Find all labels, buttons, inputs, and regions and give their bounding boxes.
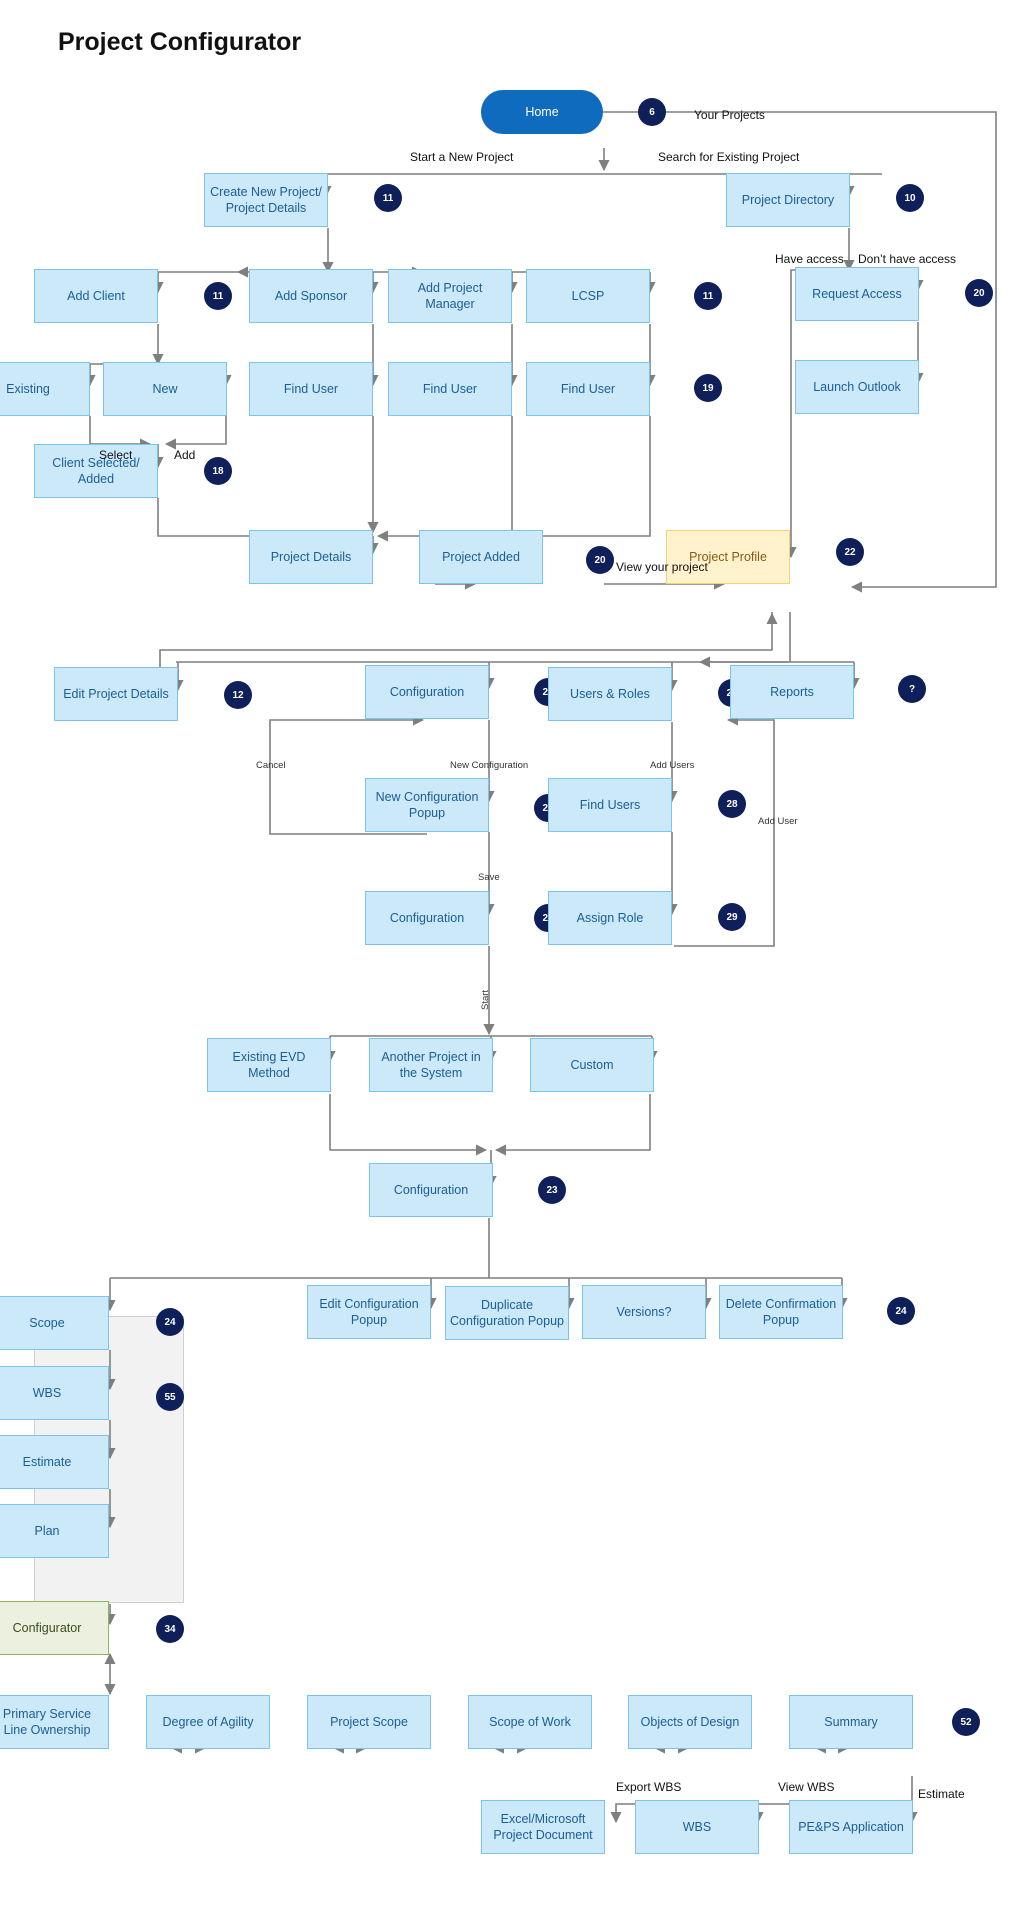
node-existing: Existing [0, 362, 90, 416]
edge-label-view-your-project: View your project [616, 560, 708, 574]
node-duplicate-config-popup: Duplicate Configuration Popup [445, 1286, 569, 1340]
page-number-badge: 6 [638, 98, 666, 126]
page-number-badge: 24 [887, 1297, 915, 1325]
node-add-pm: Add Project Manager [388, 269, 512, 323]
node-summary: Summary [789, 1695, 913, 1749]
connector-30 [376, 416, 513, 542]
page-number-badge: 34 [156, 1615, 184, 1643]
page-number-badge: 10 [896, 184, 924, 212]
edge-label-start: Start [480, 989, 491, 1010]
edge-label-select: Select [99, 448, 133, 462]
node-delete-confirmation-popup: Delete Confirmation Popup [719, 1285, 843, 1339]
node-client-selected: Client Selected/ Added [34, 444, 158, 498]
node-add-sponsor: Add Sponsor [249, 269, 373, 323]
node-another-project: Another Project in the System [369, 1038, 493, 1092]
node-create-project: Create New Project/ Project Details [204, 173, 328, 227]
node-versions: Versions? [582, 1285, 706, 1339]
node-configuration-3: Configuration [369, 1163, 493, 1217]
node-add-client: Add Client [34, 269, 158, 323]
node-configuration-1: Configuration [365, 665, 489, 719]
edge-label-export-wbs: Export WBS [616, 1780, 682, 1794]
node-primary-service-line: Primary Service Line Ownership [0, 1695, 109, 1749]
node-launch-outlook: Launch Outlook [795, 360, 919, 414]
page-number-badge: 23 [538, 1176, 566, 1204]
edge-label-add-user: Add User [758, 816, 798, 827]
edge-label-search-existing: Search for Existing Project [658, 150, 800, 164]
page-number-badge: 18 [204, 457, 232, 485]
edge-label-dont-have-access: Don’t have access [858, 252, 957, 266]
connector-53 [494, 1094, 651, 1156]
edge-label-have-access: Have access [775, 252, 844, 266]
node-project-profile: Project Profile [666, 530, 790, 584]
node-find-user-3: Find User [526, 362, 650, 416]
page-number-badge: 11 [204, 282, 232, 310]
connector-23 [164, 416, 227, 450]
node-home: Home [481, 90, 603, 134]
connector-22 [89, 416, 152, 450]
node-new: New [103, 362, 227, 416]
node-new-config-popup: New Configuration Popup [365, 778, 489, 832]
page-number-badge: 29 [718, 903, 746, 931]
node-project-details: Project Details [249, 530, 373, 584]
page-number-badge: 24 [156, 1308, 184, 1336]
node-find-user-2: Find User [388, 362, 512, 416]
node-scope-of-work: Scope of Work [468, 1695, 592, 1749]
node-degree-of-agility: Degree of Agility [146, 1695, 270, 1749]
connector-0 [603, 111, 997, 593]
connector-57 [674, 714, 775, 947]
page-number-badge: ? [898, 675, 926, 703]
page-number-badge: 20 [965, 279, 993, 307]
edge-label-estimate: Estimate [918, 1787, 965, 1801]
page-number-badge: 52 [952, 1708, 980, 1736]
edge-label-save: Save [478, 872, 500, 883]
edge-label-add-users: Add Users [650, 760, 695, 771]
node-existing-evd: Existing EVD Method [207, 1038, 331, 1092]
node-scope: Scope [0, 1296, 109, 1350]
node-assign-role: Assign Role [548, 891, 672, 945]
node-excel-document: Excel/Microsoft Project Document [481, 1800, 605, 1854]
node-configuration-2: Configuration [365, 891, 489, 945]
node-find-user-1: Find User [249, 362, 373, 416]
node-project-scope: Project Scope [307, 1695, 431, 1749]
node-find-users: Find Users [548, 778, 672, 832]
connector-52 [329, 1094, 488, 1156]
node-project-directory: Project Directory [726, 173, 850, 227]
node-configurator: Configurator [0, 1601, 109, 1655]
node-edit-project-details: Edit Project Details [54, 667, 178, 721]
edge-label-view-wbs: View WBS [778, 1780, 835, 1794]
page-number-badge: 19 [694, 374, 722, 402]
node-estimate: Estimate [0, 1435, 109, 1489]
node-peps-application: PE&PS Application [789, 1800, 913, 1854]
node-edit-config-popup: Edit Configuration Popup [307, 1285, 431, 1339]
page-number-badge: 11 [374, 184, 402, 212]
node-objects-of-design: Objects of Design [628, 1695, 752, 1749]
node-custom: Custom [530, 1038, 654, 1092]
edge-label-cancel: Cancel [256, 760, 286, 771]
edge-label-new-configuration: New Configuration [450, 760, 529, 771]
page-number-badge: 28 [718, 790, 746, 818]
node-wbs-1: WBS [0, 1366, 109, 1420]
page-number-badge: 22 [836, 538, 864, 566]
node-wbs-2: WBS [635, 1800, 759, 1854]
node-users-roles: Users & Roles [548, 667, 672, 721]
node-lcsp: LCSP [526, 269, 650, 323]
edge-label-start-new-project: Start a New Project [410, 150, 514, 164]
node-plan: Plan [0, 1504, 109, 1558]
page-number-badge: 11 [694, 282, 722, 310]
node-request-access: Request Access [795, 267, 919, 321]
node-reports: Reports [730, 665, 854, 719]
page-number-badge: 12 [224, 681, 252, 709]
page-number-badge: 55 [156, 1383, 184, 1411]
page-number-badge: 20 [586, 546, 614, 574]
edge-label-add: Add [174, 448, 196, 462]
connector-45 [269, 714, 427, 835]
edge-label-your-projects: Your Projects [694, 108, 765, 122]
connector-31 [510, 416, 651, 542]
page-title: Project Configurator [58, 28, 302, 56]
node-project-added: Project Added [419, 530, 543, 584]
